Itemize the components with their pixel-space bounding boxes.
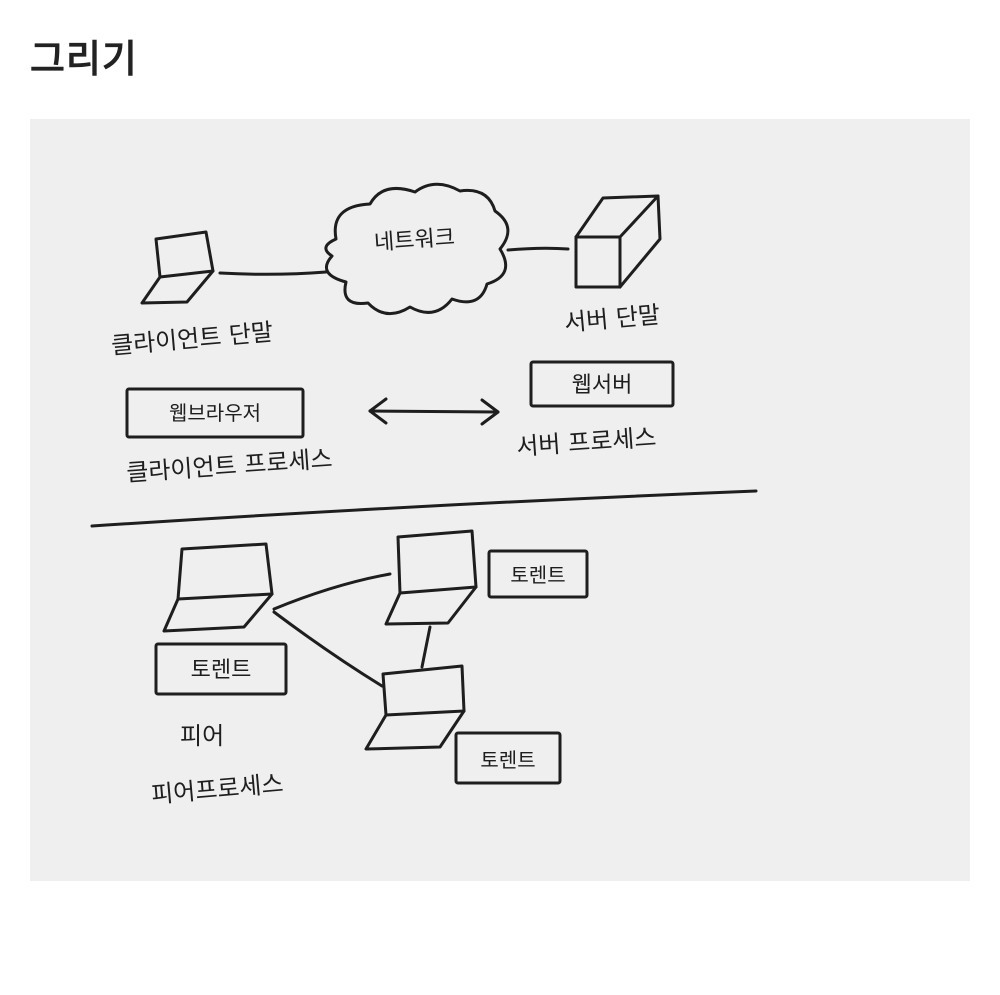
- web-browser-box: [125, 387, 305, 439]
- torrent-left-label: 토렌트: [191, 658, 252, 683]
- client-terminal-label: 클라이언트 단말: [110, 318, 274, 360]
- drawing-canvas: 네트워크 클라이언트 단말 서버 단말 웹브라우저 웹서버 클라이언트 프로세스…: [30, 119, 970, 881]
- network-label: 네트워크: [373, 225, 456, 256]
- torrent-box-left: [154, 642, 288, 696]
- page-title: 그리기: [30, 37, 138, 81]
- server-process-label: 서버 프로세스: [515, 423, 657, 461]
- torrent-bottom-label: 토렌트: [480, 748, 535, 772]
- client-process-label: 클라이언트 프로세스: [125, 445, 333, 487]
- web-server-label: 웹서버: [572, 373, 633, 398]
- peer-laptop-left-icon: [162, 542, 274, 633]
- peer-link-left-bottom: [272, 610, 384, 688]
- network-cloud-icon: [324, 182, 510, 315]
- torrent-top-label: 토렌트: [510, 563, 565, 587]
- client-laptop-icon: [140, 230, 215, 305]
- double-arrow-icon: [368, 397, 500, 426]
- section-divider: [90, 489, 758, 528]
- peer-process-label: 피어프로세스: [150, 770, 284, 809]
- peer-label: 피어: [180, 722, 224, 750]
- peer-link-left-top: [272, 572, 392, 611]
- web-server-box: [529, 360, 675, 408]
- hand-drawn-diagram: 네트워크 클라이언트 단말 서버 단말 웹브라우저 웹서버 클라이언트 프로세스…: [90, 182, 758, 809]
- server-terminal-label: 서버 단말: [563, 301, 661, 337]
- peer-laptop-bottom-icon: [364, 664, 466, 751]
- network-server-line: [506, 246, 570, 252]
- web-browser-label: 웹브라우저: [169, 401, 261, 425]
- peer-link-top-bottom: [420, 625, 432, 669]
- server-box-icon: [574, 194, 662, 289]
- peer-laptop-top-icon: [384, 529, 478, 626]
- torrent-box-bottom: [454, 731, 562, 785]
- client-network-line: [218, 270, 328, 276]
- torrent-box-top: [487, 549, 589, 599]
